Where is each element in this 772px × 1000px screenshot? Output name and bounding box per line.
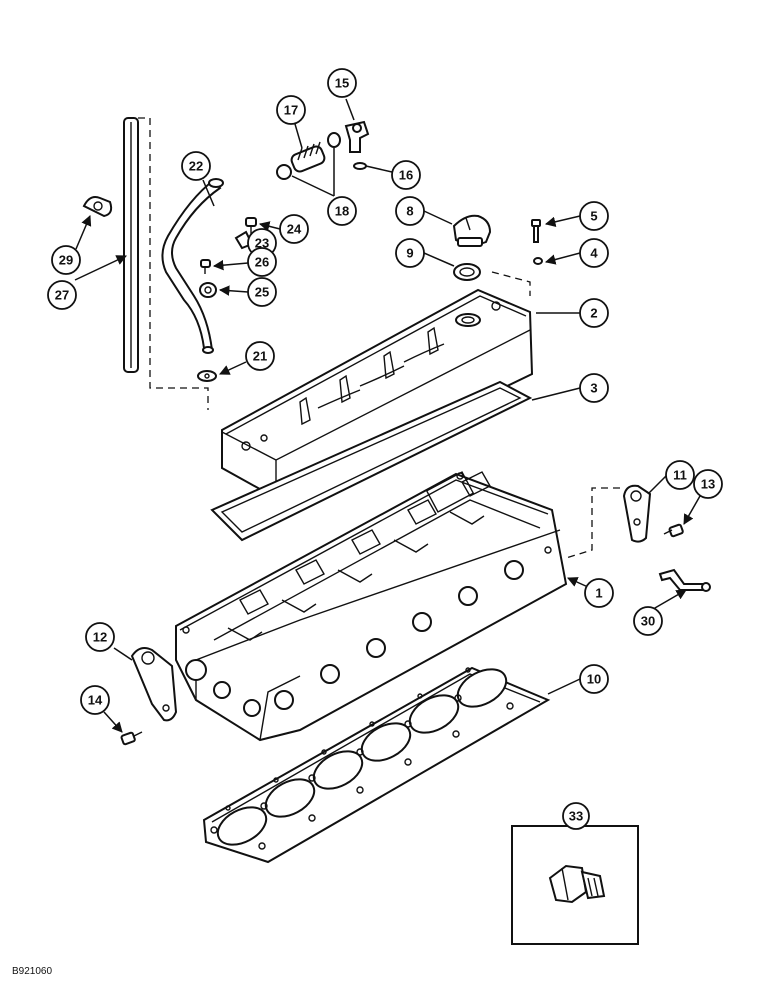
callout-13-label: 13: [701, 477, 715, 492]
fuel-line-fitting: [658, 568, 711, 592]
callout-14: 14: [80, 685, 110, 715]
callout-24-label: 24: [287, 222, 302, 237]
callout-33-label: 33: [569, 809, 583, 824]
valve-cover: [221, 288, 534, 500]
breather-hose: [290, 141, 326, 173]
callout-1-label: 1: [595, 586, 602, 601]
callout-14-label: 14: [88, 693, 103, 708]
callout-9: 9: [395, 238, 425, 268]
dipstick-tube: [123, 117, 209, 410]
callout-16-label: 16: [399, 168, 413, 183]
callout-3: 3: [579, 373, 609, 403]
callout-17-label: 17: [284, 103, 298, 118]
clip-25: [199, 282, 217, 298]
oil-filler-cap: [452, 214, 492, 247]
callout-12-label: 12: [93, 630, 107, 645]
callout-4: 4: [579, 238, 609, 268]
callout-5-label: 5: [590, 209, 597, 224]
callout-22-label: 22: [189, 159, 203, 174]
screw-24: [245, 217, 257, 234]
breather-tube: [161, 178, 224, 354]
bracket-screw-rear: [663, 523, 684, 538]
callout-8: 8: [395, 196, 425, 226]
callout-21: 21: [245, 341, 275, 371]
callout-18-label: 18: [335, 204, 349, 219]
callout-25: 25: [247, 277, 277, 307]
callout-4-label: 4: [590, 246, 598, 261]
callout-30: 30: [633, 606, 663, 636]
callout-10: 10: [579, 664, 609, 694]
bracket-screw-front: [120, 731, 143, 746]
callout-25-label: 25: [255, 285, 269, 300]
callout-24: 24: [279, 214, 309, 244]
hose-clamp-18a: [276, 164, 292, 180]
callout-27-label: 27: [55, 288, 69, 303]
valve-cover-gasket: [210, 380, 533, 542]
callout-27: 27: [47, 280, 77, 310]
callout-26-label: 26: [255, 255, 269, 270]
callout-29: 29: [51, 245, 81, 275]
screw-26: [200, 259, 211, 274]
callout-11: 11: [665, 460, 695, 490]
callout-2-label: 2: [590, 306, 597, 321]
callout-15-label: 15: [335, 76, 349, 91]
filler-cap-seal: [453, 263, 481, 281]
inset-detail-box: [511, 825, 639, 945]
breather-elbow: [344, 120, 370, 153]
cylinder-head: [175, 471, 568, 742]
callout-12: 12: [85, 622, 115, 652]
callout-11-label: 11: [673, 468, 687, 483]
callout-2: 2: [579, 298, 609, 328]
callout-26: 26: [247, 247, 277, 277]
callout-22: 22: [181, 151, 211, 181]
lifting-bracket-rear: [622, 484, 652, 543]
hose-clamp-18b: [327, 132, 341, 148]
cover-bolt: [531, 219, 541, 243]
cylinder-head-gasket: [202, 666, 551, 864]
dipstick-bracket: [82, 196, 113, 218]
callout-9-label: 9: [406, 246, 413, 261]
callout-1: 1: [584, 578, 614, 608]
callout-33: 33: [562, 802, 590, 830]
lifting-bracket-front: [130, 647, 178, 722]
callout-3-label: 3: [590, 381, 597, 396]
hose-clamp-21: [197, 370, 217, 382]
bracket-dash-line: [565, 487, 620, 559]
figure-id: B921060: [12, 966, 53, 977]
bolt-washer: [533, 257, 543, 265]
o-ring-16: [353, 162, 367, 170]
callout-21-label: 21: [253, 349, 267, 364]
callout-29-label: 29: [59, 253, 73, 268]
callout-5: 5: [579, 201, 609, 231]
callout-13: 13: [693, 469, 723, 499]
callout-10-label: 10: [587, 672, 601, 687]
leader-lines: [74, 98, 701, 733]
callout-30-label: 30: [641, 614, 655, 629]
callout-17: 17: [276, 95, 306, 125]
bolt-dash-line: [491, 271, 531, 296]
callout-15: 15: [327, 68, 357, 98]
callout-8-label: 8: [406, 204, 413, 219]
callout-18: 18: [327, 196, 357, 226]
callout-16: 16: [391, 160, 421, 190]
callout-23-label: 23: [255, 236, 269, 251]
